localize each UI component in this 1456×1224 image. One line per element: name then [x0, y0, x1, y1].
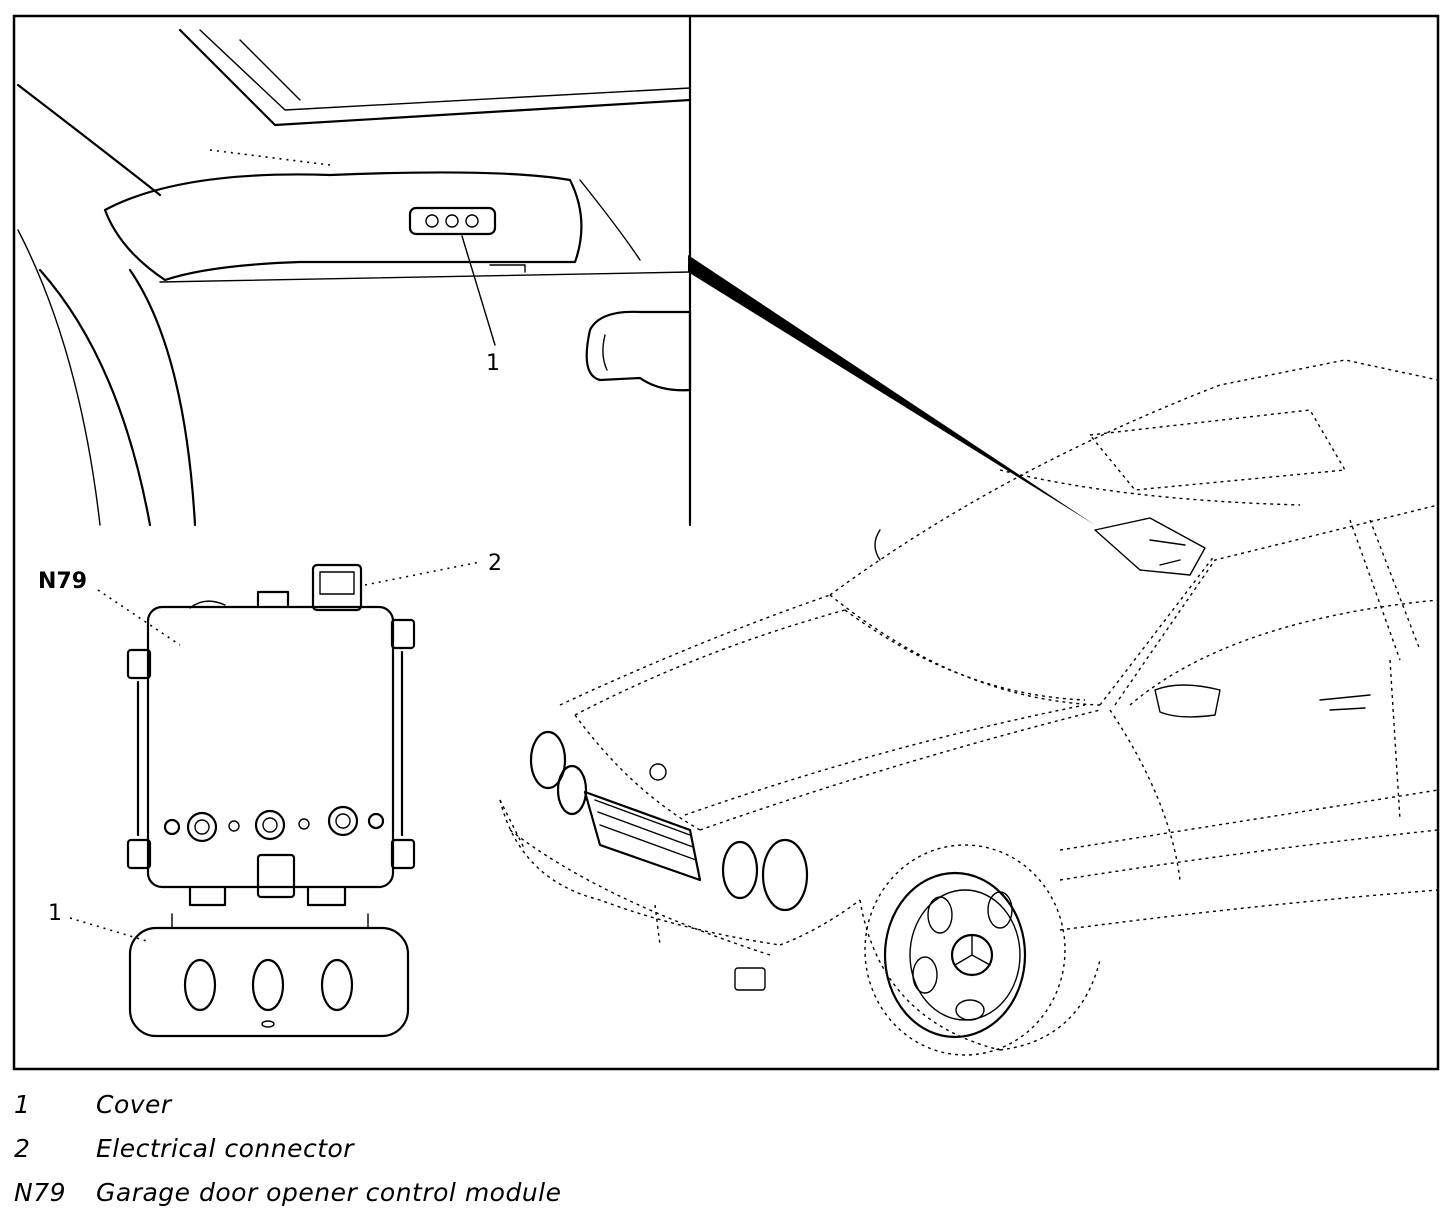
legend-key: N79: [14, 1177, 67, 1207]
figure-frame: [12, 14, 1440, 1071]
vehicle-overview: [499, 359, 1439, 1056]
detail-callout-1: 1: [486, 351, 500, 376]
legend: 1 Cover 2 Electrical connector N79 Garag…: [14, 1082, 1014, 1214]
cover-callout-1: 1: [48, 901, 62, 926]
legend-text: Garage door opener control module: [96, 1177, 562, 1207]
legend-item-cover: 1 Cover: [14, 1082, 1014, 1126]
diagram-figure: 1 N79 2: [12, 14, 1440, 1071]
control-module-n79: [126, 563, 416, 907]
detail-leader-wedge: [688, 255, 1095, 525]
legend-item-control-module: N79 Garage door opener control module: [14, 1170, 1014, 1214]
legend-key: 1: [14, 1089, 31, 1119]
legend-text: Cover: [96, 1089, 172, 1119]
legend-item-electrical-connector: 2 Electrical connector: [14, 1126, 1014, 1170]
legend-text: Electrical connector: [96, 1133, 355, 1163]
connector-callout-2: 2: [488, 551, 502, 576]
legend-key: 2: [14, 1133, 31, 1163]
cover-part: [128, 913, 410, 1038]
module-callout-n79: N79: [38, 569, 87, 594]
overhead-detail-inset: [16, 14, 692, 527]
